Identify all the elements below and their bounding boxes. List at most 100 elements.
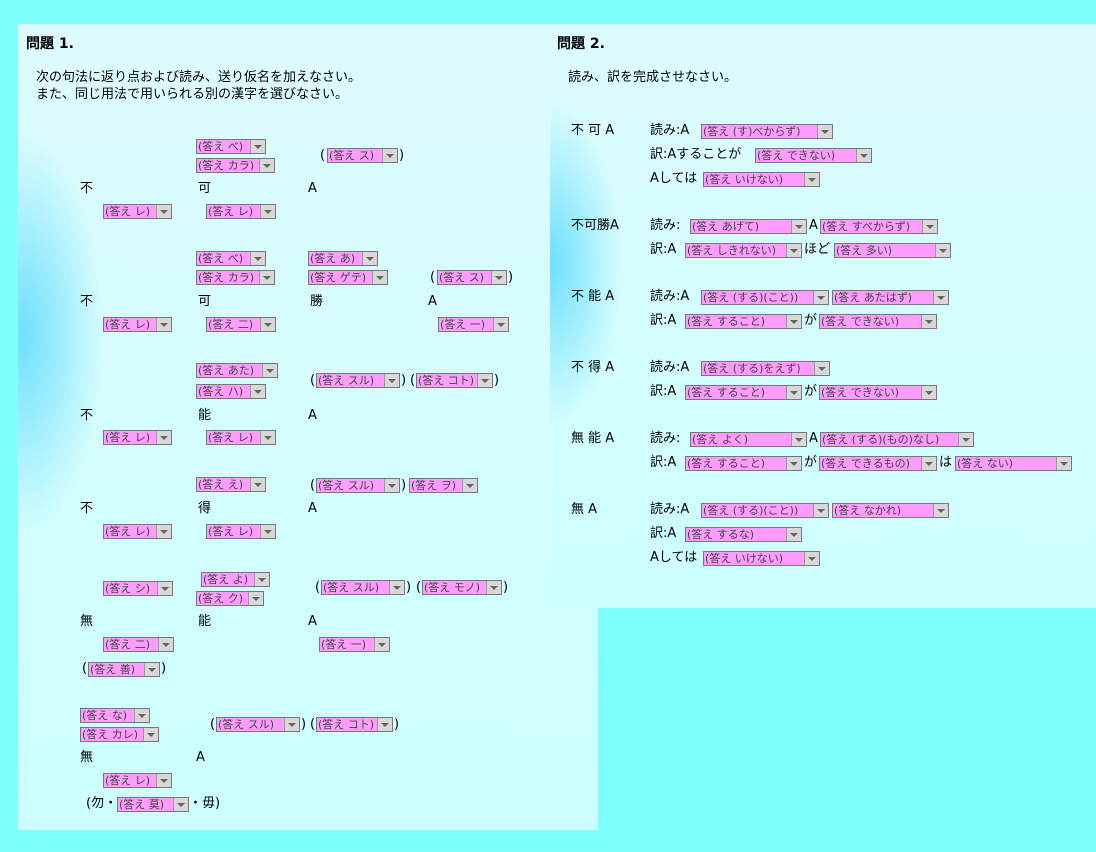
paren: ( [430, 270, 436, 285]
dropdown-arrow-icon [791, 220, 806, 233]
answer-select[interactable]: (答え すること) [685, 456, 802, 471]
answer-select[interactable]: (答え (する)(こと)) [701, 503, 829, 518]
answer-select[interactable]: (答え レ) [103, 204, 172, 219]
answer-select[interactable]: (答え スル) [321, 580, 405, 595]
answer-select[interactable]: (答え シ) [103, 581, 173, 596]
answer-select[interactable]: (答え ク) [196, 591, 264, 606]
question-2-panel: 問題 2. 読み、訳を完成させなさい。 不 可 A 読み:A (答え (す)べか… [550, 24, 1096, 608]
dropdown-arrow-icon [791, 433, 806, 446]
answer-select[interactable]: (答え ヲ) [409, 478, 478, 493]
dropdown-arrow-icon [493, 318, 508, 331]
phrase: 無 能 A [571, 431, 615, 446]
kanji-ka: 可 [198, 294, 212, 309]
paren: ( [416, 580, 422, 595]
dropdown-arrow-icon [813, 291, 828, 304]
answer-select[interactable]: (答え すべからず) [820, 219, 938, 234]
answer-select[interactable]: (答え (す)べからず) [701, 124, 833, 139]
answer-select[interactable]: (答え よく) [690, 432, 807, 447]
answer-select[interactable]: (答え できるもの) [819, 456, 937, 471]
phrase: 不 可 A [571, 123, 615, 138]
dropdown-arrow-icon [259, 271, 274, 284]
answer-select[interactable]: (答え レ) [103, 773, 172, 788]
answer-select[interactable]: (答え すること) [685, 385, 802, 400]
answer-select[interactable]: (答え (する)(こと)) [701, 290, 829, 305]
answer-select[interactable]: (答え ス) [327, 148, 398, 163]
answer-select[interactable]: (答え な) [80, 708, 150, 723]
answer-select[interactable]: (答え レ) [206, 430, 276, 445]
answer-select[interactable]: (答え (する)(もの)なし) [820, 432, 974, 447]
answer-select[interactable]: (答え ス) [437, 270, 507, 285]
yaku-label: 訳:A [650, 242, 677, 257]
letter-a: A [308, 408, 317, 423]
answer-select[interactable]: (答え 二) [103, 637, 174, 652]
kanji-no: 能 [198, 408, 212, 423]
answer-select[interactable]: (答え いけない) [703, 172, 820, 187]
answer-select[interactable]: (答え なかれ) [832, 503, 949, 518]
answer-select[interactable]: (答え 多い) [834, 243, 951, 258]
answer-select[interactable]: (答え しきれない) [685, 243, 802, 258]
letter-a: A [809, 431, 818, 446]
answer-select[interactable]: (答え レ) [206, 524, 276, 539]
dropdown-arrow-icon [921, 386, 936, 399]
answer-select[interactable]: (答え よ) [201, 572, 270, 587]
dropdown-arrow-icon [486, 581, 501, 594]
answer-select[interactable]: (答え スル) [316, 373, 400, 388]
answer-select[interactable]: (答え あ) [308, 251, 378, 266]
answer-select[interactable]: (答え コト) [416, 373, 493, 388]
dropdown-arrow-icon [817, 125, 832, 138]
dropdown-arrow-icon [921, 315, 936, 328]
paren: ( [210, 717, 216, 732]
answer-select[interactable]: (答え あたはず) [832, 290, 949, 305]
answer-select[interactable]: (答え レ) [103, 317, 172, 332]
answer-select[interactable]: (答え 善) [88, 662, 160, 677]
paren: ( [82, 661, 88, 676]
alt-kanji-suffix: ・毋) [189, 796, 221, 811]
answer-select[interactable]: (答え え) [196, 477, 266, 492]
letter-a: A [428, 294, 437, 309]
yaku-label: 訳:A [650, 526, 677, 541]
answer-select[interactable]: (答え レ) [206, 204, 276, 219]
answer-select[interactable]: (答え ゲテ) [308, 270, 388, 285]
answer-select[interactable]: (答え ない) [955, 456, 1072, 471]
dropdown-arrow-icon [134, 709, 149, 722]
phrase: 不可勝A [571, 218, 619, 233]
dropdown-arrow-icon [958, 433, 973, 446]
answer-select[interactable]: (答え スル) [216, 717, 300, 732]
answer-select[interactable]: (答え カラ) [196, 158, 275, 173]
paren: ( [320, 148, 326, 163]
answer-select[interactable]: (答え するな) [685, 527, 802, 542]
answer-select[interactable]: (答え 莫) [117, 797, 189, 812]
answer-select[interactable]: (答え 一) [319, 637, 390, 652]
answer-select[interactable]: (答え いけない) [703, 551, 820, 566]
answer-select[interactable]: (答え モノ) [422, 580, 502, 595]
answer-select[interactable]: (答え スル) [316, 478, 400, 493]
dropdown-arrow-icon [284, 718, 299, 731]
answer-select[interactable]: (答え ハ) [196, 384, 266, 399]
answer-select[interactable]: (答え カレ) [80, 727, 159, 742]
answer-select[interactable]: (答え (する)をえず) [701, 361, 830, 376]
dropdown-arrow-icon [922, 220, 937, 233]
dropdown-arrow-icon [260, 525, 275, 538]
answer-select[interactable]: (答え できない) [755, 148, 872, 163]
answer-select[interactable]: (答え あげて) [690, 219, 807, 234]
dropdown-arrow-icon [804, 173, 819, 186]
answer-select[interactable]: (答え カラ) [196, 270, 275, 285]
answer-select[interactable]: (答え できない) [819, 314, 937, 329]
answer-select[interactable]: (答え 一) [438, 317, 509, 332]
yomi-label: 読み:A [650, 502, 690, 517]
answer-select[interactable]: (答え レ) [103, 524, 172, 539]
kanji-mu: 無 [80, 750, 94, 765]
answer-select[interactable]: (答え 二) [206, 317, 276, 332]
dropdown-arrow-icon [477, 374, 492, 387]
answer-select[interactable]: (答え できない) [819, 385, 937, 400]
answer-select[interactable]: (答え べ) [196, 251, 266, 266]
answer-select[interactable]: (答え レ) [103, 430, 172, 445]
answer-select[interactable]: (答え すること) [685, 314, 802, 329]
kanji-fu: 不 [80, 501, 94, 516]
paren: ) [406, 580, 412, 595]
answer-select[interactable]: (答え べ) [196, 139, 266, 154]
answer-select[interactable]: (答え コト) [316, 717, 393, 732]
answer-select[interactable]: (答え あた) [196, 363, 278, 378]
paren: ( [310, 373, 316, 388]
dropdown-arrow-icon [856, 149, 871, 162]
